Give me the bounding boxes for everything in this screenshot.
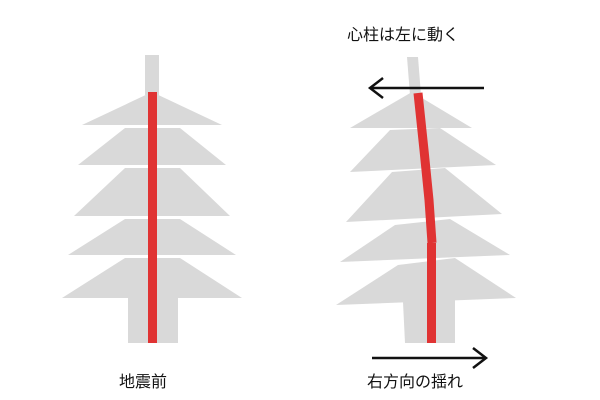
pagoda-swaying-roof-4 (340, 219, 510, 262)
label-sway-right: 右方向の揺れ (367, 372, 464, 391)
pagoda-before (62, 55, 242, 343)
core-pillar-before (148, 92, 157, 343)
arrow-left (367, 77, 484, 99)
arrow-right (372, 347, 489, 369)
arrow-left-head (367, 77, 384, 99)
pagoda-before-finial (145, 55, 159, 95)
pagoda-swaying-finial (407, 57, 421, 95)
pagoda-swaying (336, 57, 516, 343)
core-pillar-swaying-lower (427, 243, 436, 343)
arrow-right-head (472, 347, 489, 369)
label-before-earthquake: 地震前 (119, 372, 168, 391)
pagoda-swaying-roof-5 (336, 258, 516, 305)
core-pillar-swaying (413, 92, 437, 244)
pagoda-swaying-roof-1 (350, 92, 472, 128)
label-core-moves-left: 心柱は左に動く (347, 25, 460, 44)
